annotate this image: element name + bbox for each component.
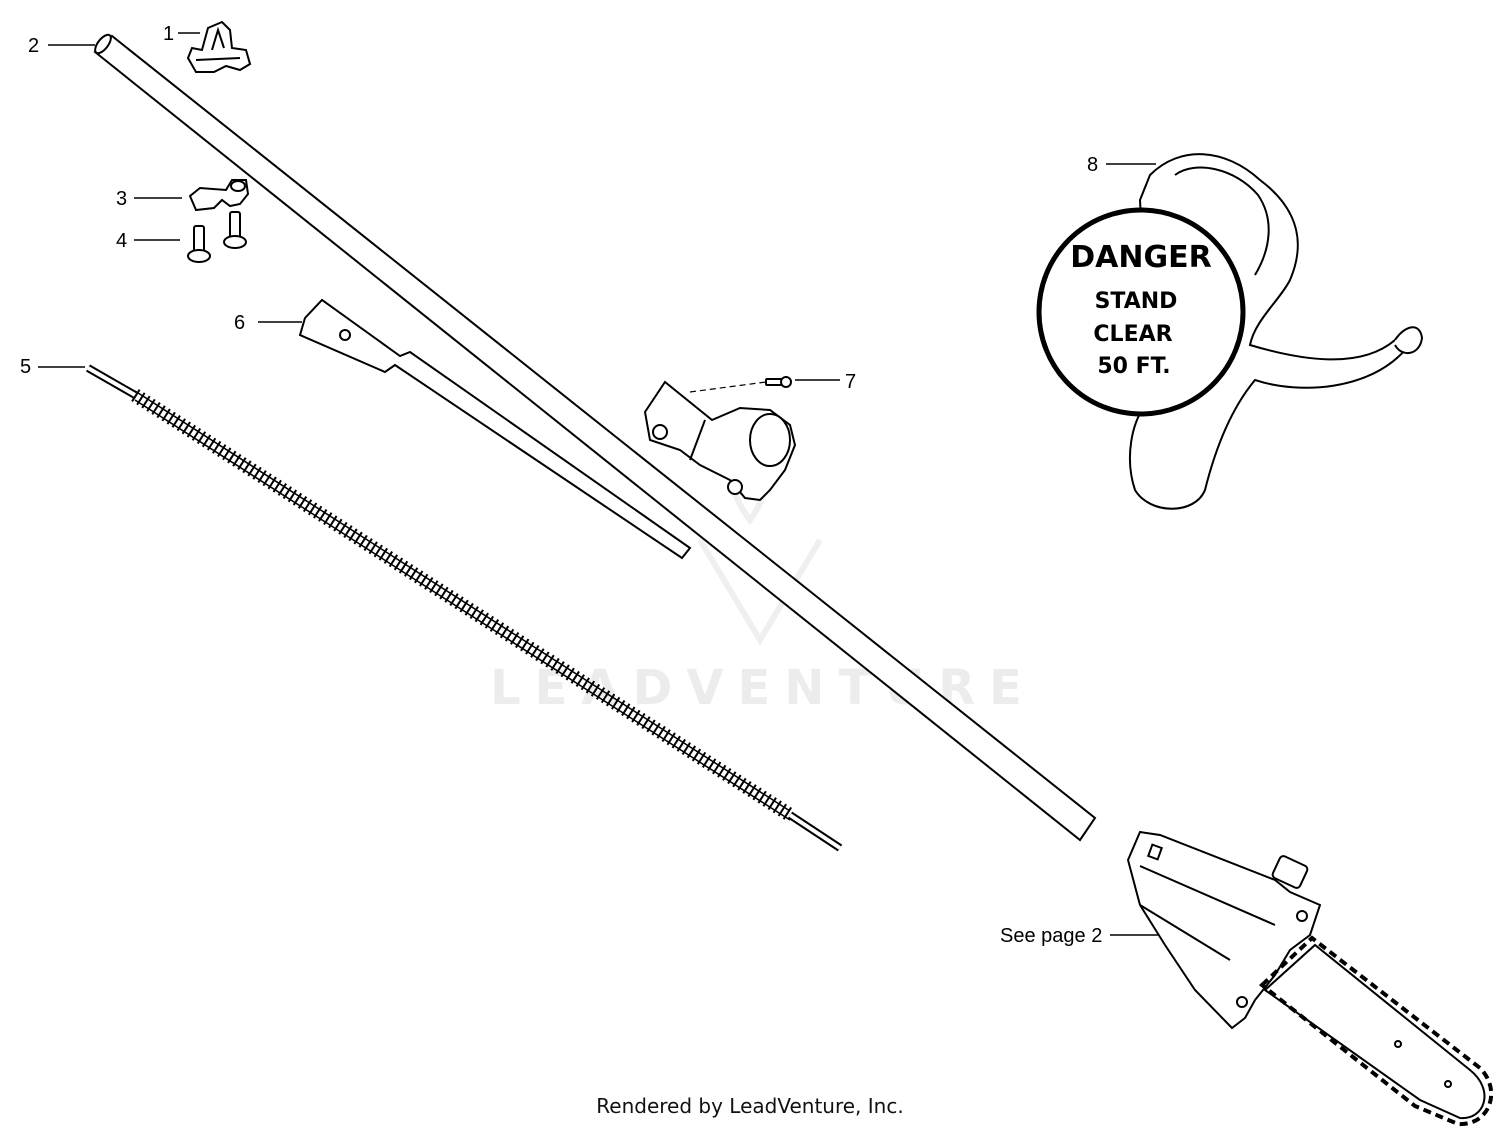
clamp-bracket	[188, 179, 250, 212]
callout-1: 1	[163, 23, 174, 45]
danger-title: DANGER	[1070, 240, 1211, 275]
danger-line-3: 50 FT.	[1097, 354, 1170, 379]
danger-line-2: CLEAR	[1093, 322, 1172, 347]
flex-drive-cable	[86, 364, 843, 852]
footer-credit: Rendered by LeadVenture, Inc.	[596, 1094, 904, 1118]
small-screw	[765, 376, 792, 388]
leader-dashed-7	[689, 381, 767, 393]
saw-chain-bar	[1258, 935, 1494, 1127]
screws	[187, 211, 247, 263]
callout-8: 8	[1087, 154, 1098, 176]
pole-saw-head	[1126, 830, 1322, 1030]
drive-shaft-bar	[298, 298, 692, 560]
danger-line-1: STAND	[1095, 289, 1178, 314]
callout-6: 6	[234, 312, 245, 334]
callout-2: 2	[28, 35, 39, 57]
leader-lines	[38, 32, 1158, 936]
coupling-housing	[643, 380, 797, 502]
callout-see-page: See page 2	[1000, 925, 1102, 947]
danger-tag: DANGER STAND CLEAR 50 FT.	[1036, 207, 1246, 417]
hanger-clip	[186, 20, 252, 73]
callout-5: 5	[20, 356, 31, 378]
callout-4: 4	[116, 230, 127, 252]
callout-3: 3	[116, 188, 127, 210]
callout-7: 7	[845, 371, 856, 393]
shaft-tube	[93, 33, 1097, 842]
